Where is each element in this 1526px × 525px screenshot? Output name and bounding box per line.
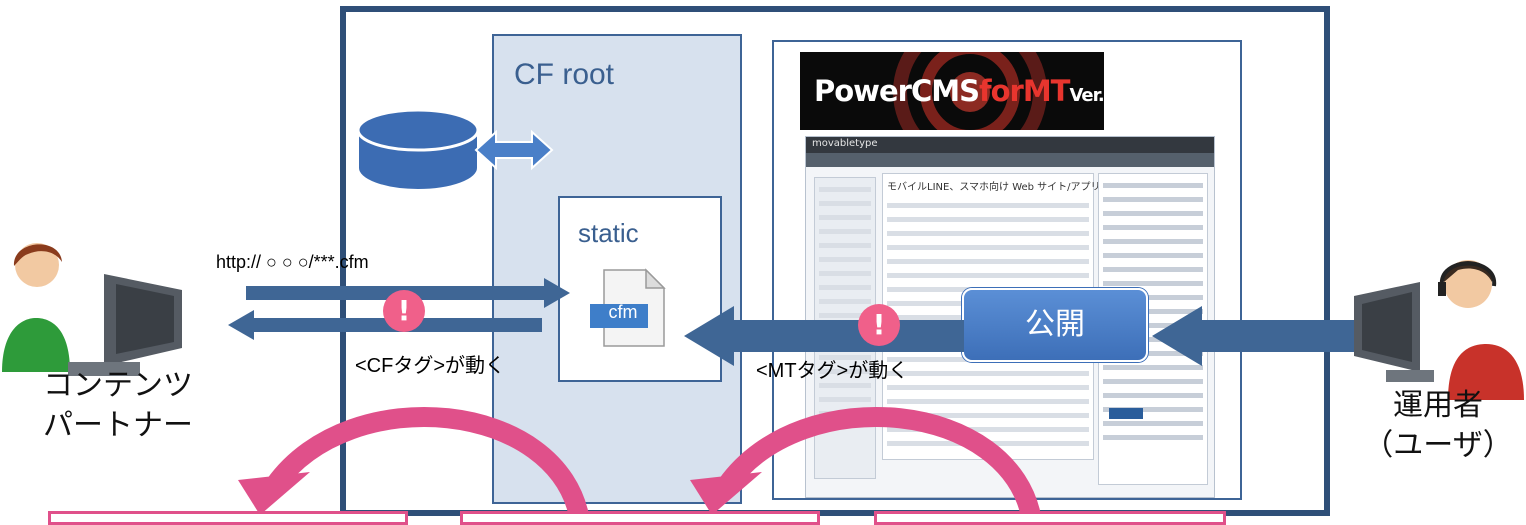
bottom-box-1 — [48, 511, 408, 525]
operator-head-icon — [1438, 260, 1497, 308]
logo-text-ver: Ver.3 — [1069, 85, 1104, 106]
operator-label-line2: （ユーザ） — [1363, 428, 1513, 463]
cf-tag-label: <CFタグ>が動く — [355, 355, 506, 377]
operator-label-line1: 運用者 — [1393, 388, 1483, 423]
operator-arrow-head — [1152, 306, 1202, 366]
bottom-box-2 — [460, 511, 820, 525]
url-label: http:// ○ ○ ○/***.cfm — [216, 252, 369, 272]
content-partner-label: コンテンツ パートナー — [2, 366, 234, 446]
publish-button[interactable]: 公開 — [962, 288, 1148, 362]
operator-monitor-icon — [1354, 282, 1434, 382]
pink-curved-arrows — [238, 407, 1042, 521]
cf-root-label: CF root — [514, 58, 615, 91]
publish-to-static-arrow-line — [732, 320, 964, 352]
publish-to-static-arrow-head — [684, 306, 734, 366]
cfm-file-icon — [590, 268, 666, 347]
powercms-logo: PowerCMSforMTVer.3 — [800, 52, 1104, 130]
cfm-file-label: cfm — [608, 302, 638, 322]
logo-text-mt: MT — [1022, 74, 1071, 108]
operator-label: 運用者 （ユーザ） — [1350, 386, 1526, 466]
cms-subheader-bar — [806, 153, 1214, 167]
content-partner-label-line2: パートナー — [43, 408, 193, 443]
static-label: static — [578, 218, 639, 248]
mt-tag-label: <MTタグ>が動く — [756, 360, 909, 382]
double-arrow-icon — [474, 129, 554, 171]
mt-curved-arrow-head — [690, 472, 762, 515]
logo-rings-icon — [893, 52, 1047, 130]
request-arrow-head — [544, 278, 570, 308]
content-partner-body-icon — [2, 318, 70, 372]
content-partner-head-icon — [13, 243, 62, 287]
content-partner-label-line1: コンテンツ — [43, 368, 193, 403]
cms-update-button — [1109, 408, 1143, 419]
logo-text-powercms: PowerCMS — [814, 74, 980, 108]
content-partner-monitor-icon — [68, 274, 182, 376]
bottom-box-3 — [874, 511, 1226, 525]
operator-arrow-line — [1200, 320, 1358, 352]
response-arrow-head — [228, 310, 254, 340]
cf-curved-arrow-head — [238, 472, 310, 515]
logo-text-for: for — [978, 74, 1024, 108]
cf-curved-arrow — [266, 407, 590, 521]
cf-warning-icon: ! — [383, 290, 425, 332]
mt-curved-arrow — [718, 407, 1042, 521]
cms-brand: movabletype — [812, 138, 878, 149]
cms-header-bar: movabletype — [806, 137, 1214, 153]
cms-entry-title: モバイルLINE、スマホ向け Web サイト/アプリ — [887, 182, 1101, 193]
database-icon — [356, 108, 480, 191]
operator-body-icon — [1448, 344, 1524, 400]
mt-warning-icon: ! — [858, 304, 900, 346]
